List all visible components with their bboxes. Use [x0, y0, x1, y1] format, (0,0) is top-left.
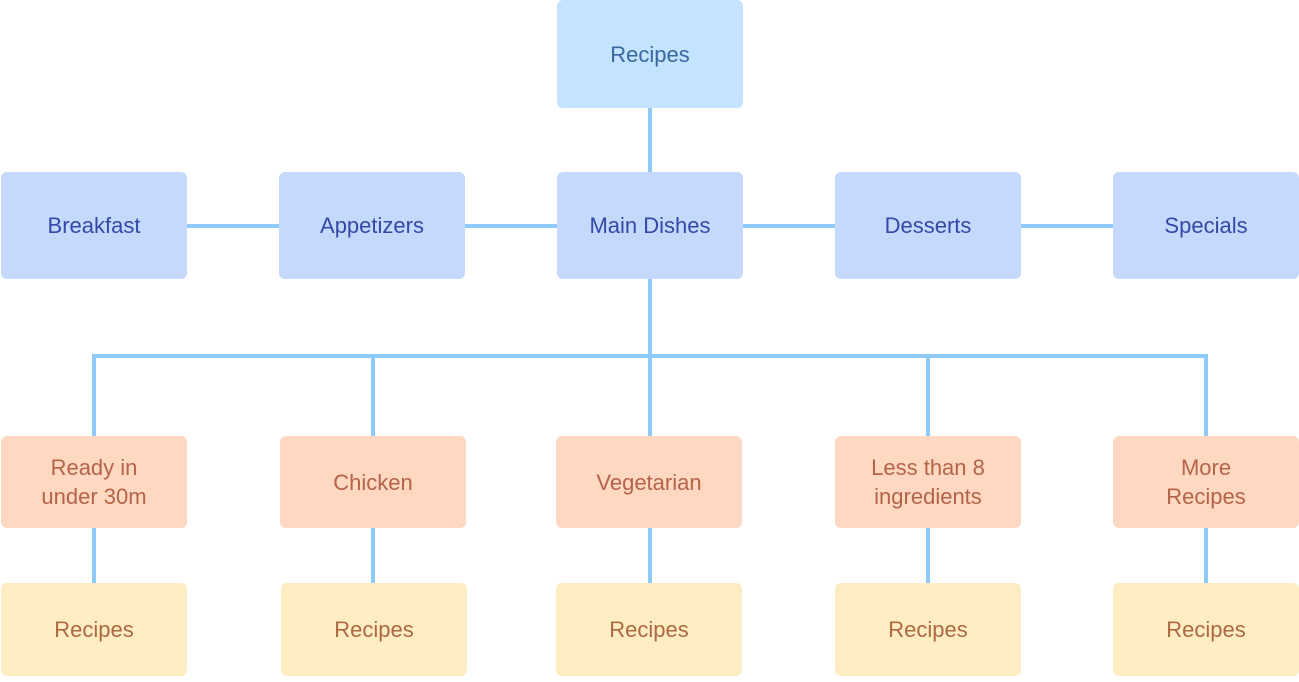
- category-node-breakfast: Breakfast: [1, 172, 187, 279]
- node-label: Chicken: [333, 469, 413, 495]
- leaf-node-recipes-2: Recipes: [281, 583, 467, 676]
- category-node-specials: Specials: [1113, 172, 1299, 279]
- leaf-node-recipes-4: Recipes: [835, 583, 1021, 676]
- leaf-node-recipes-3: Recipes: [556, 583, 742, 676]
- root-node-recipes: Recipes: [557, 0, 743, 108]
- subcategory-node-chicken: Chicken: [280, 436, 466, 528]
- subcategory-node-more-recipes: More Recipes: [1113, 436, 1299, 528]
- node-label: Desserts: [884, 213, 972, 238]
- leaf-node-recipes-5: Recipes: [1113, 583, 1299, 676]
- node-label: Vegetarian: [596, 469, 702, 495]
- node-label: Specials: [1164, 213, 1248, 238]
- node-label: Less than 8 ingredients: [871, 455, 985, 509]
- node-label: Main Dishes: [589, 213, 711, 238]
- node-label: Recipes: [1166, 617, 1246, 642]
- node-label: More Recipes: [1166, 455, 1246, 509]
- category-node-appetizers: Appetizers: [279, 172, 465, 279]
- category-node-desserts: Desserts: [835, 172, 1021, 279]
- leaf-node-recipes-1: Recipes: [1, 583, 187, 676]
- node-label: Breakfast: [47, 213, 141, 238]
- node-label: Recipes: [610, 41, 690, 67]
- subcategory-node-ready-in-under-30m: Ready in under 30m: [1, 436, 187, 528]
- category-node-main-dishes: Main Dishes: [557, 172, 743, 279]
- node-label: Recipes: [334, 617, 414, 642]
- node-label: Recipes: [54, 617, 134, 642]
- subcategory-node-less-than-8-ingredients: Less than 8 ingredients: [835, 436, 1021, 528]
- node-label: Appetizers: [320, 213, 424, 238]
- subcategory-node-vegetarian: Vegetarian: [556, 436, 742, 528]
- node-label: Recipes: [609, 617, 689, 642]
- node-label: Recipes: [888, 617, 968, 642]
- node-label: Ready in under 30m: [41, 455, 147, 509]
